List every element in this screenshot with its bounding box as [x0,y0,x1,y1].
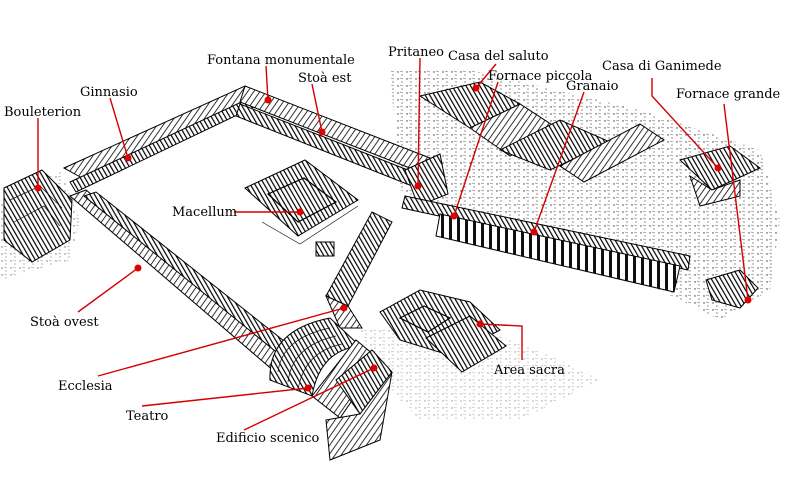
label-stoa-ovest: Stoà ovest [30,315,99,330]
label-ecclesia: Ecclesia [58,379,113,394]
label-macellum: Macellum [172,205,237,220]
granaio-building [401,195,691,293]
edificio-scenico-building [325,349,393,461]
label-fornace-piccola: Fornace piccola [488,69,593,84]
label-casa-di-ganimede: Casa di Ganimede [602,59,722,74]
label-granaio: Granaio [566,79,619,94]
label-casa-del-saluto: Casa del saluto [448,49,549,64]
macellum-building [244,159,359,257]
label-ginnasio: Ginnasio [80,85,138,100]
label-fornace-grande: Fornace grande [676,87,781,102]
ecclesia-ramp [325,211,393,329]
label-bouleterion: Bouleterion [4,105,82,120]
label-pritaneo: Pritaneo [388,45,444,60]
label-stoa-est: Stoà est [298,71,352,86]
bouleterion-building [3,169,73,263]
pritaneo-building [404,81,665,207]
label-area-sacra: Area sacra [493,363,565,378]
ginnasio-building [62,85,264,193]
label-leaders [34,57,752,431]
site-labels: Bouleterion Ginnasio Fontana monumentale… [4,45,781,446]
label-edificio-scenico: Edificio scenico [216,431,319,446]
label-fontana-monumentale: Fontana monumentale [207,53,355,68]
area-sacra-building [379,289,507,373]
label-teatro: Teatro [126,409,169,424]
